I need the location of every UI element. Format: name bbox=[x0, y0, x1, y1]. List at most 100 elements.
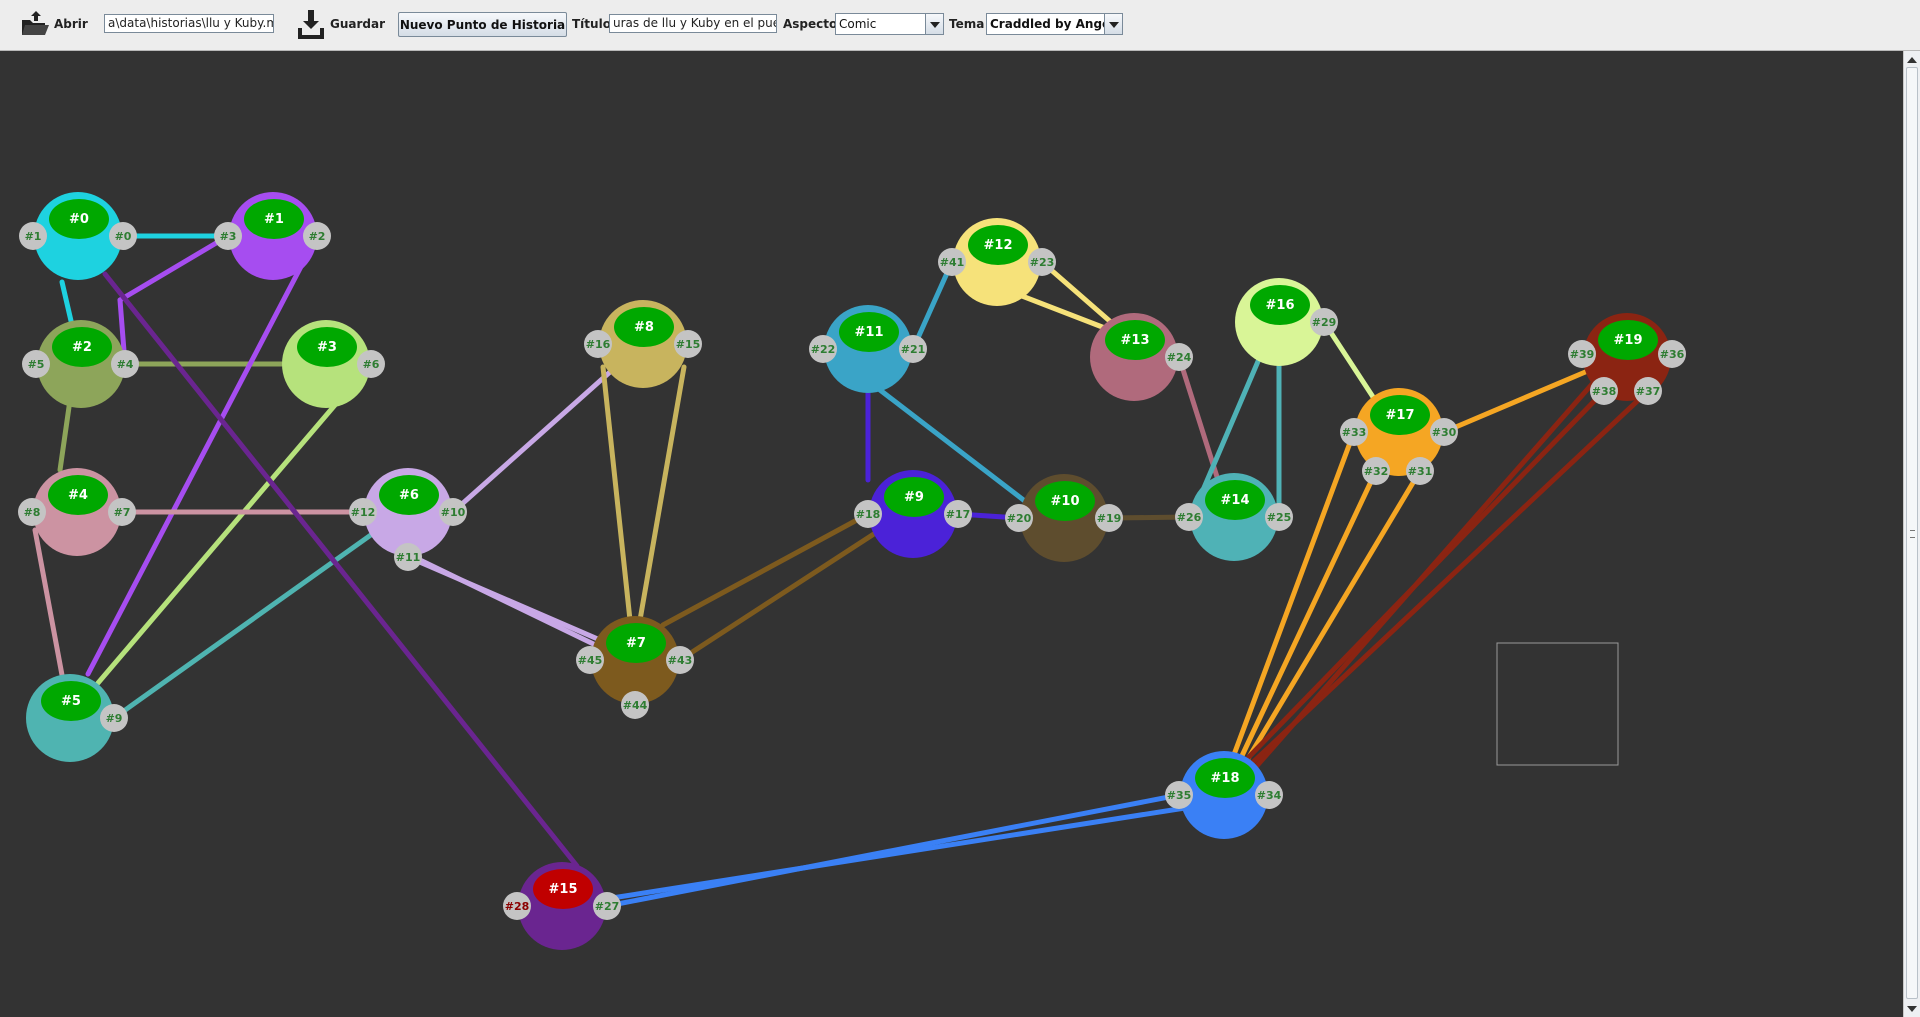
node-port[interactable]: #19 bbox=[1095, 504, 1123, 532]
theme-dropdown[interactable]: Craddled by Angels bbox=[986, 13, 1123, 35]
port-circle[interactable] bbox=[1568, 340, 1596, 368]
node-label-badge[interactable] bbox=[1195, 758, 1255, 798]
node-label-badge[interactable] bbox=[41, 681, 101, 721]
node-port[interactable]: #25 bbox=[1265, 503, 1293, 531]
node-label-badge[interactable] bbox=[614, 307, 674, 347]
node-port[interactable]: #33 bbox=[1340, 418, 1368, 446]
story-node[interactable]: #18 bbox=[1180, 751, 1268, 839]
node-port[interactable]: #9 bbox=[100, 704, 128, 732]
node-port[interactable]: #10 bbox=[439, 498, 467, 526]
chevron-down-icon[interactable] bbox=[1104, 14, 1122, 34]
port-circle[interactable] bbox=[576, 646, 604, 674]
port-circle[interactable] bbox=[1634, 377, 1662, 405]
node-port[interactable]: #22 bbox=[809, 335, 837, 363]
node-port[interactable]: #43 bbox=[666, 646, 694, 674]
port-circle[interactable] bbox=[1362, 457, 1390, 485]
story-node[interactable]: #12 bbox=[953, 218, 1041, 306]
story-node[interactable]: #5 bbox=[26, 674, 114, 762]
node-port[interactable]: #24 bbox=[1165, 343, 1193, 371]
node-port[interactable]: #16 bbox=[584, 330, 612, 358]
port-circle[interactable] bbox=[938, 248, 966, 276]
story-node[interactable]: #1 bbox=[229, 192, 317, 280]
port-circle[interactable] bbox=[303, 222, 331, 250]
node-port[interactable]: #41 bbox=[938, 248, 966, 276]
story-node[interactable]: #13 bbox=[1090, 313, 1178, 401]
port-circle[interactable] bbox=[1310, 308, 1338, 336]
new-story-point-button[interactable]: Nuevo Punto de Historia bbox=[398, 12, 567, 37]
story-node[interactable]: #16 bbox=[1235, 278, 1323, 366]
node-label-badge[interactable] bbox=[533, 869, 593, 909]
node-label-badge[interactable] bbox=[1105, 320, 1165, 360]
port-circle[interactable] bbox=[439, 498, 467, 526]
port-circle[interactable] bbox=[1430, 418, 1458, 446]
node-label-badge[interactable] bbox=[379, 475, 439, 515]
node-label-badge[interactable] bbox=[1598, 320, 1658, 360]
port-circle[interactable] bbox=[674, 330, 702, 358]
node-port[interactable]: #1 bbox=[19, 222, 47, 250]
port-circle[interactable] bbox=[394, 543, 422, 571]
node-port[interactable]: #27 bbox=[593, 892, 621, 920]
node-label-badge[interactable] bbox=[52, 327, 112, 367]
node-port[interactable]: #7 bbox=[108, 498, 136, 526]
node-port[interactable]: #29 bbox=[1310, 308, 1338, 336]
port-circle[interactable] bbox=[357, 350, 385, 378]
node-port[interactable]: #38 bbox=[1590, 377, 1618, 405]
port-circle[interactable] bbox=[593, 892, 621, 920]
node-port[interactable]: #8 bbox=[18, 498, 46, 526]
port-circle[interactable] bbox=[1340, 418, 1368, 446]
port-circle[interactable] bbox=[22, 350, 50, 378]
node-label-badge[interactable] bbox=[968, 225, 1028, 265]
chevron-down-icon[interactable] bbox=[925, 14, 943, 34]
story-graph-canvas[interactable]: #0#1#2#3#4#5#6#7#8#9#10#11#12#13#14#15#1… bbox=[0, 51, 1903, 1017]
port-circle[interactable] bbox=[214, 222, 242, 250]
port-circle[interactable] bbox=[1590, 377, 1618, 405]
port-circle[interactable] bbox=[19, 222, 47, 250]
story-node[interactable]: #9 bbox=[869, 470, 957, 558]
story-node[interactable]: #0 bbox=[34, 192, 122, 280]
story-node[interactable]: #11 bbox=[824, 305, 912, 393]
node-port[interactable]: #39 bbox=[1568, 340, 1596, 368]
scroll-up-icon[interactable] bbox=[1906, 53, 1918, 65]
node-label-badge[interactable] bbox=[606, 623, 666, 663]
node-label-badge[interactable] bbox=[1035, 481, 1095, 521]
port-circle[interactable] bbox=[109, 222, 137, 250]
node-port[interactable]: #12 bbox=[349, 498, 377, 526]
port-circle[interactable] bbox=[854, 500, 882, 528]
node-port[interactable]: #5 bbox=[22, 350, 50, 378]
node-port[interactable]: #35 bbox=[1165, 781, 1193, 809]
story-node[interactable]: #10 bbox=[1020, 474, 1108, 562]
port-circle[interactable] bbox=[584, 330, 612, 358]
story-node[interactable]: #17 bbox=[1355, 388, 1443, 476]
port-circle[interactable] bbox=[1175, 503, 1203, 531]
port-circle[interactable] bbox=[621, 691, 649, 719]
node-port[interactable]: #3 bbox=[214, 222, 242, 250]
story-node[interactable]: #6 bbox=[364, 468, 452, 556]
port-circle[interactable] bbox=[809, 335, 837, 363]
story-node[interactable]: #8 bbox=[599, 300, 687, 388]
node-label-badge[interactable] bbox=[49, 199, 109, 239]
port-circle[interactable] bbox=[1165, 781, 1193, 809]
node-port[interactable]: #18 bbox=[854, 500, 882, 528]
node-port[interactable]: #34 bbox=[1255, 781, 1283, 809]
node-port[interactable]: #23 bbox=[1028, 248, 1056, 276]
port-circle[interactable] bbox=[1165, 343, 1193, 371]
story-node[interactable]: #7 bbox=[591, 616, 679, 704]
port-circle[interactable] bbox=[111, 350, 139, 378]
node-port[interactable]: #21 bbox=[899, 335, 927, 363]
story-node[interactable]: #3 bbox=[282, 320, 370, 408]
node-label-badge[interactable] bbox=[48, 475, 108, 515]
node-port[interactable]: #26 bbox=[1175, 503, 1203, 531]
port-circle[interactable] bbox=[1406, 457, 1434, 485]
port-circle[interactable] bbox=[108, 498, 136, 526]
node-label-badge[interactable] bbox=[1250, 285, 1310, 325]
story-graph[interactable]: #0#1#2#3#4#5#6#7#8#9#10#11#12#13#14#15#1… bbox=[0, 51, 1903, 1017]
node-port[interactable]: #0 bbox=[109, 222, 137, 250]
port-circle[interactable] bbox=[18, 498, 46, 526]
node-port[interactable]: #37 bbox=[1634, 377, 1662, 405]
port-circle[interactable] bbox=[100, 704, 128, 732]
story-node[interactable]: #14 bbox=[1190, 473, 1278, 561]
story-node[interactable]: #4 bbox=[33, 468, 121, 556]
node-label-badge[interactable] bbox=[244, 199, 304, 239]
port-circle[interactable] bbox=[944, 500, 972, 528]
file-path-field[interactable]: a\data\historias\llu y Kuby.mya bbox=[104, 14, 274, 33]
